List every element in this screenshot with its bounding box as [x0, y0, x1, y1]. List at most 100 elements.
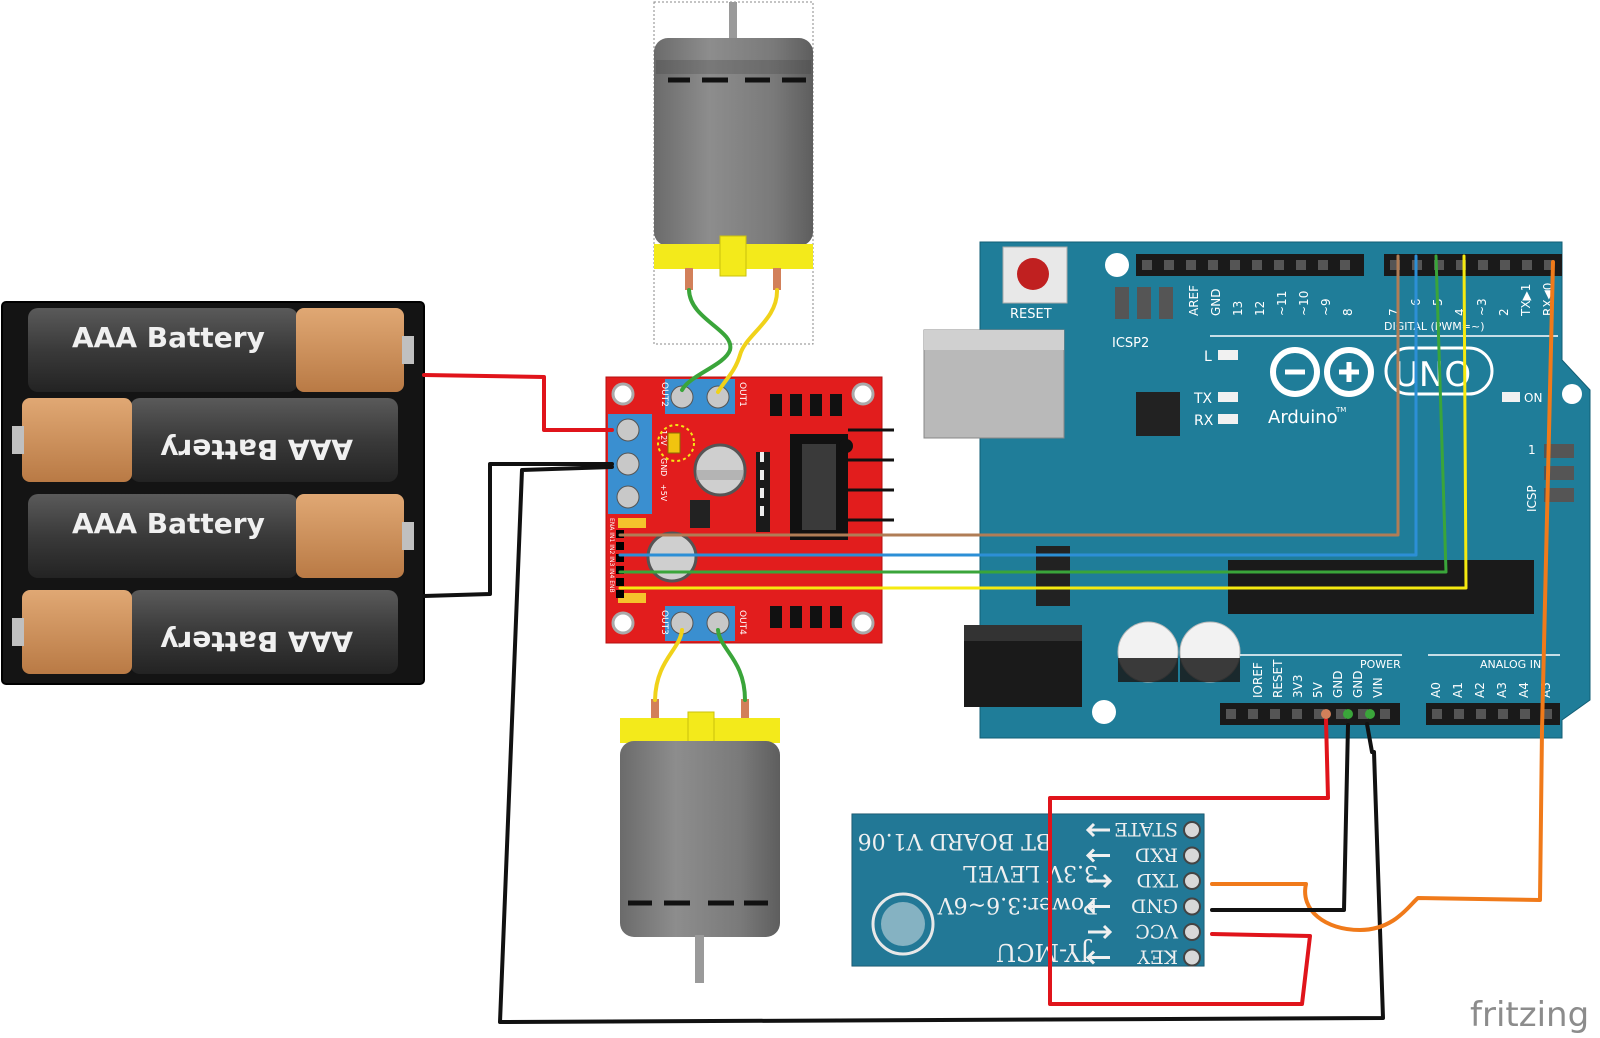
bt-pin[interactable]	[1183, 948, 1201, 967]
wire-bt-vcc-red	[1048, 718, 1330, 1006]
analog-pin-label: A3	[1495, 682, 1509, 698]
arrow-icon	[1088, 924, 1113, 940]
header-pin[interactable]	[1252, 260, 1262, 270]
gnd-label: GND	[659, 458, 668, 476]
arrow-icon	[1085, 899, 1110, 914]
arrow-icon	[1085, 822, 1110, 838]
digital-label: DIGITAL (PWM=~)	[1384, 320, 1485, 333]
arduino-tm: TM	[1335, 406, 1346, 414]
wire-bt-txd-orange	[1210, 260, 1555, 932]
motor-driver-board: OUT2 OUT1 OUT3 OUT4 12V GND +5V	[605, 376, 894, 644]
out4-label: OUT4	[737, 610, 747, 635]
header-pin[interactable]	[1456, 260, 1466, 270]
reset-label: RESET	[1010, 307, 1052, 322]
digital-pin-label: 13	[1231, 301, 1245, 316]
header-pin[interactable]	[1498, 709, 1508, 719]
power-pin-label: RESET	[1271, 659, 1285, 698]
motor-bottom	[620, 699, 780, 983]
power-label: POWER	[1360, 658, 1401, 671]
header-pin[interactable]	[1390, 260, 1400, 270]
header-pin[interactable]	[1186, 260, 1196, 270]
digital-pin-label: 4	[1453, 308, 1467, 316]
digital-pin-label: ~9	[1319, 298, 1333, 316]
header-pin[interactable]	[1542, 709, 1552, 719]
bt-pin[interactable]	[1183, 846, 1201, 865]
bluetooth-module: BT BOARD V1.06 3.3V LEVEL Power:3.6~6V J…	[851, 813, 1205, 968]
bt-pin-label: TXD	[1137, 869, 1178, 891]
header-pin[interactable]	[1314, 709, 1324, 719]
header-pin[interactable]	[1226, 709, 1236, 719]
header-pin[interactable]	[1248, 709, 1258, 719]
header-pin[interactable]	[1380, 709, 1390, 719]
power-pin-label: 5V	[1311, 681, 1325, 698]
motor-top	[653, 1, 814, 345]
bt-pin[interactable]	[1183, 872, 1201, 890]
power-pin-label: GND	[1331, 670, 1345, 698]
icsp2-label: ICSP2	[1112, 336, 1149, 351]
header-pin[interactable]	[1478, 260, 1488, 270]
wire-motor-bottom-yellow	[653, 628, 684, 702]
battery-cell-4: AAA Battery	[12, 590, 398, 674]
header-pin[interactable]	[1476, 709, 1486, 719]
icsp-label: ICSP	[1525, 485, 1539, 512]
wire-signal-blue	[618, 254, 1418, 557]
arrow-icon	[1085, 950, 1110, 965]
header-pin[interactable]	[1270, 709, 1280, 719]
header-pin[interactable]	[1454, 709, 1464, 719]
bt-pin-label: RXD	[1135, 844, 1178, 866]
terminal-power-input	[608, 414, 652, 514]
wire-motor-bottom-green	[716, 628, 747, 702]
wires	[422, 254, 1555, 1024]
bt-pin[interactable]	[1183, 923, 1201, 941]
arduino-logo-text: Arduino	[1268, 407, 1338, 428]
power-pin-label: VIN	[1371, 677, 1385, 698]
jumper-12v-label: 12V	[659, 430, 668, 446]
digital-pin-label: GND	[1209, 288, 1223, 316]
header-pin[interactable]	[1336, 709, 1346, 719]
5v-label: +5V	[659, 484, 668, 502]
header-pin[interactable]	[1296, 260, 1306, 270]
bt-brand-text: JY-MCU	[996, 938, 1093, 966]
header-pin[interactable]	[1358, 709, 1368, 719]
battery-cell-3: AAA Battery	[28, 494, 414, 578]
battery-pack: AAA Battery AAA Battery AAA Battery AAA …	[1, 301, 425, 685]
header-pin[interactable]	[1500, 260, 1510, 270]
header-pin[interactable]	[1522, 260, 1532, 270]
header-pin[interactable]	[1318, 260, 1328, 270]
digital-pin-label: 7	[1387, 308, 1401, 316]
header-pin[interactable]	[1164, 260, 1174, 270]
header-pin[interactable]	[1230, 260, 1240, 270]
fritzing-watermark: fritzing	[1470, 995, 1589, 1035]
wire-signal-yellow	[618, 254, 1468, 590]
wire-motor-top-green	[680, 288, 733, 392]
header-pin[interactable]	[1520, 709, 1530, 719]
bt-level-text: 3.3V LEVEL	[963, 860, 1098, 885]
bt-pin-label: VCC	[1135, 920, 1179, 942]
reset-button[interactable]	[1002, 246, 1068, 304]
digital-pin-label: 8	[1341, 308, 1355, 316]
bt-pin[interactable]	[1183, 821, 1201, 839]
header-pin[interactable]	[1434, 260, 1444, 270]
bt-pin-label: STATE	[1114, 818, 1178, 840]
digital-pin-label: 2	[1497, 308, 1511, 316]
header-pin[interactable]	[1274, 260, 1284, 270]
battery-cell-label: AAA Battery	[160, 625, 353, 658]
on-label: ON	[1524, 391, 1542, 405]
out2-label: OUT2	[659, 382, 669, 407]
digital-pin-label: TX▶1	[1519, 284, 1533, 317]
wire-ground-loop	[498, 465, 1385, 1024]
digital-pin-label: ~10	[1297, 291, 1311, 316]
header-pin[interactable]	[1432, 709, 1442, 719]
terminal-out3-out4	[665, 606, 735, 641]
wire-battery-negative	[422, 462, 614, 598]
digital-header-left	[1136, 254, 1364, 276]
uno-text: UNO	[1394, 355, 1471, 395]
header-pin[interactable]	[1292, 709, 1302, 719]
header-pin[interactable]	[1340, 260, 1350, 270]
header-pin[interactable]	[1142, 260, 1152, 270]
bt-pin[interactable]	[1183, 897, 1201, 916]
header-pin[interactable]	[1208, 260, 1218, 270]
header-pin[interactable]	[1544, 260, 1554, 270]
analog-label: ANALOG IN	[1480, 658, 1541, 671]
